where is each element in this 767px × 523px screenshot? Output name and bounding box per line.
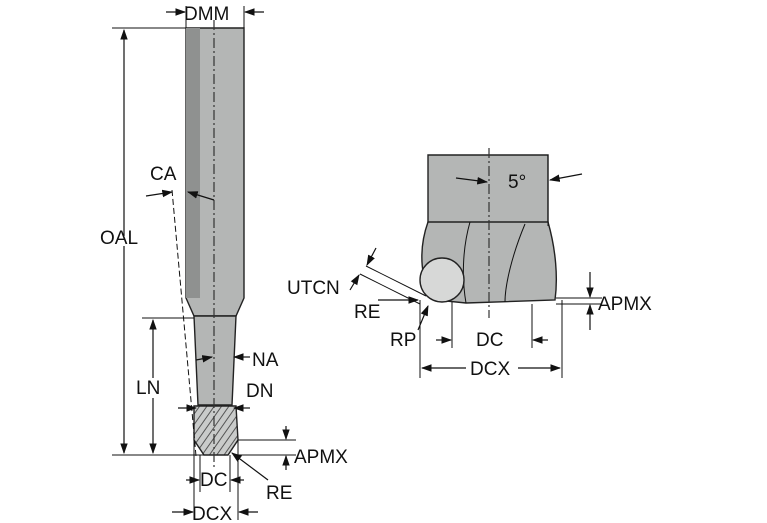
left-tool-view: DMM OAL CA LN NA DN APMX RE: [100, 4, 348, 523]
right-detail-view: 5° UTCN RE RP APMX DC DCX: [287, 148, 652, 380]
detail-shank: [427, 154, 549, 227]
detail-flute-left: [462, 221, 471, 304]
label-ca: CA: [150, 164, 177, 185]
label-dcx-right: DCX: [470, 359, 510, 380]
label-dc-right: DC: [476, 330, 503, 351]
detail-ball-corner: [419, 257, 465, 303]
label-utcn: UTCN: [287, 278, 340, 299]
label-apmx-right: APMX: [598, 294, 652, 315]
detail-flute-right: [504, 223, 526, 303]
label-rp: RP: [390, 330, 416, 351]
label-ln: LN: [136, 378, 160, 399]
label-re-left: RE: [266, 483, 292, 504]
label-angle: 5°: [508, 172, 526, 193]
label-dcx-left: DCX: [192, 504, 232, 523]
label-na: NA: [252, 350, 279, 371]
label-dc-left: DC: [200, 470, 227, 491]
label-apmx-left: APMX: [294, 447, 348, 468]
tool-neck: [193, 315, 237, 406]
label-dmm: DMM: [184, 4, 229, 25]
label-oal: OAL: [100, 228, 138, 249]
tool-shank-shadow: [186, 28, 200, 298]
label-dn: DN: [246, 381, 273, 402]
tool-cutting-head: [193, 405, 239, 456]
label-re-right: RE: [354, 302, 380, 323]
